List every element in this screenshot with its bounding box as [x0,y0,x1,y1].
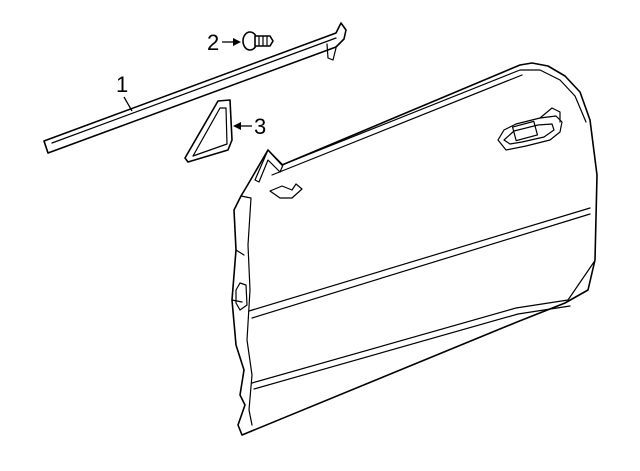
callout-2-label: 2 [207,30,219,55]
callout-3-label: 3 [254,114,266,139]
door-handle [497,107,563,151]
mirror-trim-part-3 [184,99,233,163]
callout-1-label: 1 [116,72,128,97]
callout-3: 3 [233,114,266,139]
callout-2: 2 [207,30,241,55]
clip-fastener-part-2 [242,31,274,51]
belt-molding-part-1 [43,22,347,154]
callout-1: 1 [116,72,133,112]
door-shell [231,62,598,436]
